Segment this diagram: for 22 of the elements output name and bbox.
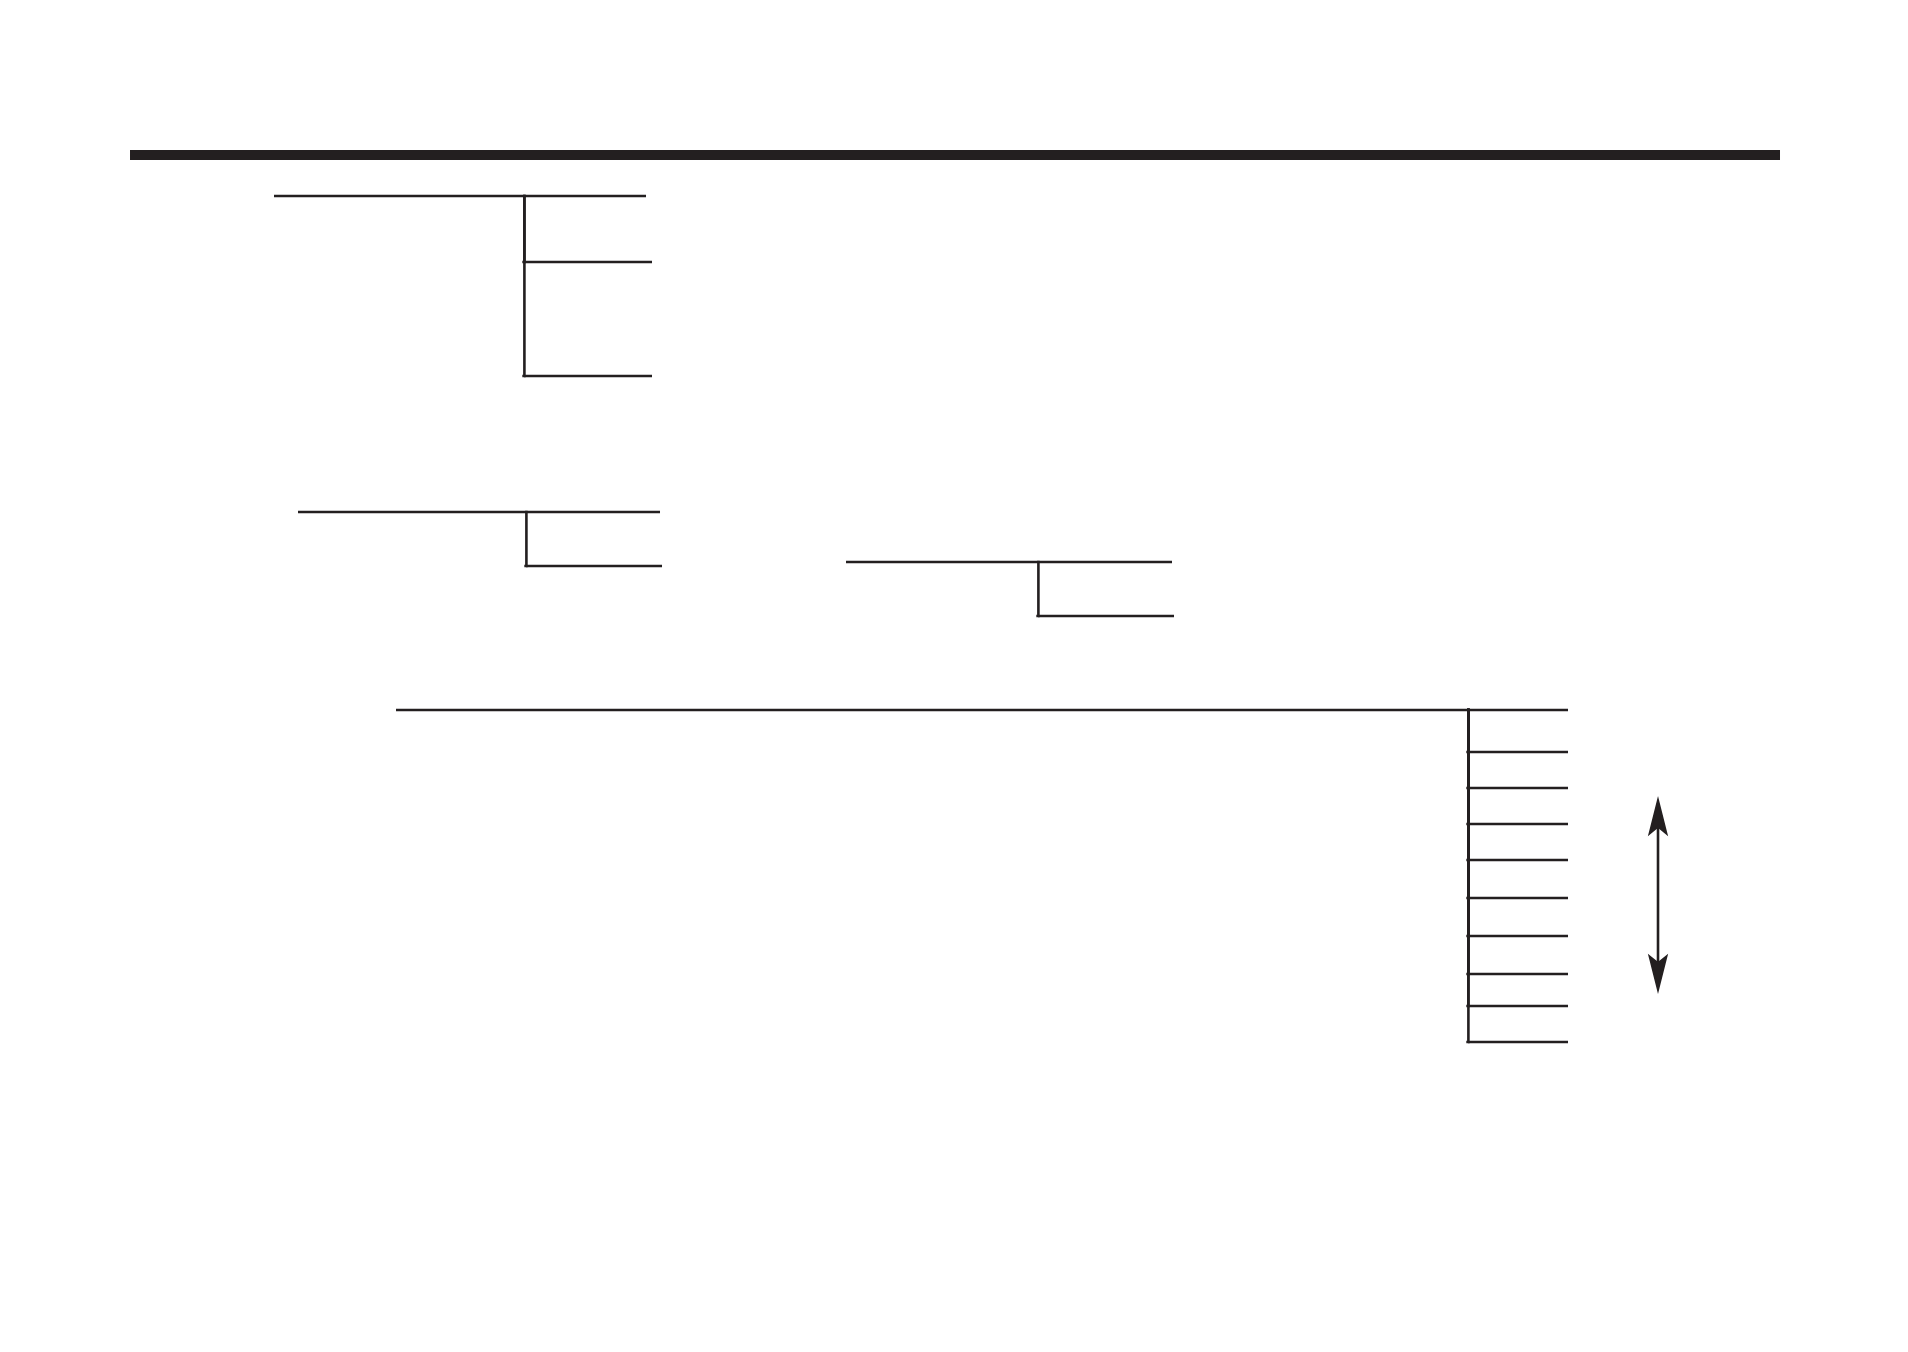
branch-line [298, 510, 526, 514]
branch-line [1468, 786, 1568, 790]
branch-line [1038, 614, 1174, 618]
branch-line [1038, 560, 1172, 564]
branch-line [846, 560, 1038, 564]
branch-line [524, 374, 652, 378]
branch-line [1468, 934, 1568, 938]
branch-line [526, 564, 662, 568]
branch-line [1468, 1040, 1568, 1044]
branch-line [1468, 972, 1568, 976]
branch-line [1468, 858, 1568, 862]
branch-line [1468, 750, 1568, 754]
branch-line [526, 510, 660, 514]
connector-line [1036, 560, 1040, 618]
connector-line [522, 194, 526, 378]
branch-line [524, 260, 652, 264]
branch-line [1468, 896, 1568, 900]
connector-line [524, 510, 528, 568]
branch-line [524, 194, 646, 198]
branch-line [1468, 1004, 1568, 1008]
branch-line [1468, 708, 1568, 712]
branch-line [1468, 822, 1568, 826]
